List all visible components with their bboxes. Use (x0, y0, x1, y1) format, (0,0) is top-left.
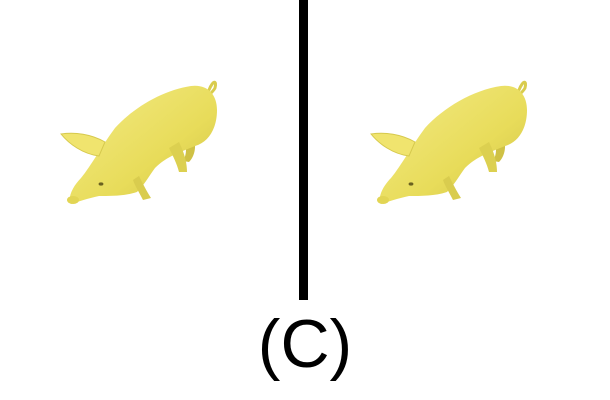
figure-caption: (C) (257, 306, 353, 382)
left-panel (0, 0, 300, 300)
right-panel (310, 0, 610, 300)
pig-icon (60, 80, 217, 204)
pig-icon (370, 80, 527, 204)
vertical-divider (299, 0, 308, 300)
